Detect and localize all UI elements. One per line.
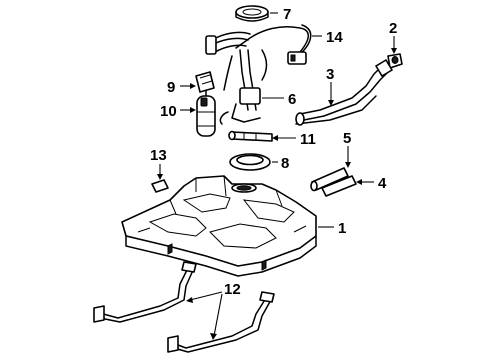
part-3-filler-pipe	[295, 59, 393, 126]
callout-1: 1	[338, 220, 346, 237]
part-2-cap	[387, 53, 403, 69]
part-11-pulsator	[228, 130, 273, 142]
callout-5: 5	[343, 130, 351, 147]
callout-4: 4	[378, 175, 387, 192]
part-10-fuel-pump	[196, 89, 216, 137]
leader-5	[345, 146, 351, 168]
leader-4	[356, 179, 374, 185]
part-5-hose	[310, 167, 357, 197]
leader-12	[186, 291, 223, 340]
leader-13	[157, 164, 163, 180]
leader-10	[180, 107, 196, 113]
callout-12: 12	[224, 281, 241, 298]
callout-10: 10	[160, 103, 177, 120]
part-1-fuel-tank	[121, 175, 317, 277]
leader-9	[180, 83, 196, 89]
part-9-strainer	[195, 71, 215, 93]
leader-11	[272, 135, 296, 141]
callout-2: 2	[389, 20, 397, 37]
part-14-sender-harness	[205, 24, 312, 111]
callout-3: 3	[326, 66, 334, 83]
part-6-sender-unit	[219, 87, 261, 125]
callout-13: 13	[150, 147, 167, 164]
callout-11: 11	[300, 131, 316, 148]
leader-3	[328, 82, 334, 106]
part-8-seal	[229, 153, 271, 171]
callout-6: 6	[288, 91, 296, 108]
part-12-strap-rear	[167, 291, 275, 353]
part-7-lock-ring	[235, 5, 269, 22]
part-13-shield	[151, 179, 169, 193]
leader-2	[391, 36, 397, 54]
callout-14: 14	[326, 29, 343, 46]
callout-7: 7	[283, 6, 291, 23]
callout-9: 9	[167, 79, 175, 96]
callout-8: 8	[281, 155, 289, 172]
part-12-strap-front	[93, 261, 197, 323]
